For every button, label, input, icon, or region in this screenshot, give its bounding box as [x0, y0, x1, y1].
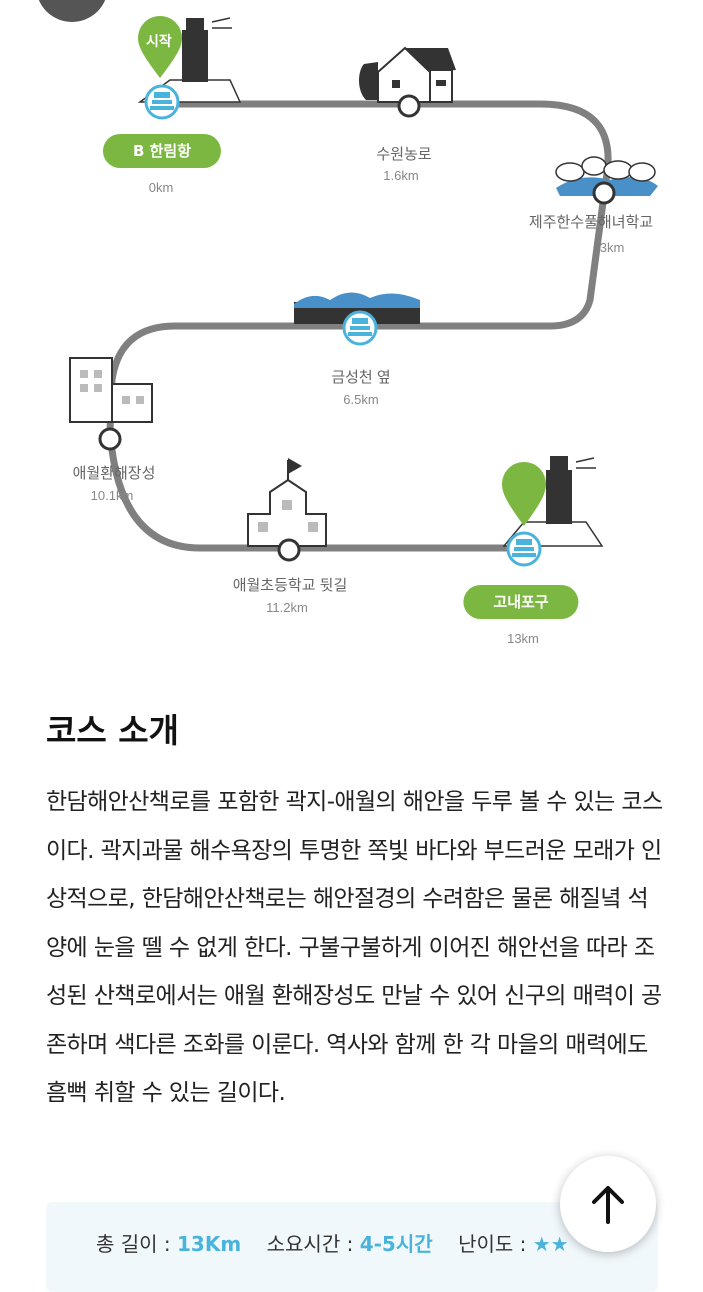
- stop-name: 애월환해장성: [72, 465, 156, 482]
- stop-distance: 1.6km: [383, 168, 419, 183]
- buildings-icon: [69, 357, 153, 423]
- start-pin-icon: [138, 16, 182, 78]
- stop-name: 금성천 옆: [331, 369, 391, 386]
- stop-distance: 6.5km: [343, 392, 379, 407]
- stop-distance: 3km: [599, 240, 625, 255]
- course-map: [69, 16, 658, 567]
- stop-name-end: 고내포구: [463, 585, 579, 619]
- house-icon: [359, 46, 456, 103]
- stop-marker: [592, 181, 616, 205]
- stamp-icon: [506, 531, 542, 567]
- stop-marker: [397, 94, 421, 118]
- school-icon: [247, 458, 327, 547]
- stop-name-start: B 한림항: [102, 134, 222, 168]
- difficulty-stars: ★★: [532, 1232, 569, 1256]
- scroll-top-button[interactable]: [560, 1156, 656, 1252]
- end-pin-icon: [502, 462, 546, 526]
- stamp-icon: [342, 310, 378, 346]
- route-line: [106, 100, 612, 552]
- time-value: 4-5시간: [359, 1232, 433, 1256]
- stop-distance: 10.1km: [90, 488, 134, 503]
- stop-name: 수원농로: [376, 146, 432, 163]
- menu-circle[interactable]: [36, 0, 108, 22]
- stop-marker: [98, 427, 122, 451]
- stop-name: 애월초등학교 뒷길: [232, 577, 348, 594]
- stop-distance: 13km: [507, 631, 539, 646]
- start-pin-label: 시작: [146, 34, 172, 50]
- length-value: 13Km: [177, 1232, 242, 1256]
- arrow-up-icon: [592, 1186, 624, 1224]
- stop-distance: 11.2km: [266, 600, 308, 615]
- stop-marker: [277, 538, 301, 562]
- section-title: 코스 소개: [46, 711, 179, 750]
- course-info-line: 총 길이 : 13Km 소요시간 : 4-5시간 난이도 : ★★: [96, 1228, 569, 1257]
- difficulty-label: 난이도 :: [458, 1232, 533, 1256]
- length-label: 총 길이 :: [96, 1232, 178, 1256]
- course-description: 한담해안산책로를 포함한 곽지-애월의 해안을 두루 볼 수 있는 코스이다. …: [46, 789, 663, 1106]
- time-label: 소요시간 :: [266, 1232, 360, 1256]
- course-info-box: 총 길이 : 13Km 소요시간 : 4-5시간 난이도 : ★★: [46, 1202, 658, 1292]
- stop-distance: 0km: [148, 180, 174, 195]
- stop-name: 제주한수풀해녀학교: [528, 214, 654, 231]
- stamp-icon: [144, 84, 180, 120]
